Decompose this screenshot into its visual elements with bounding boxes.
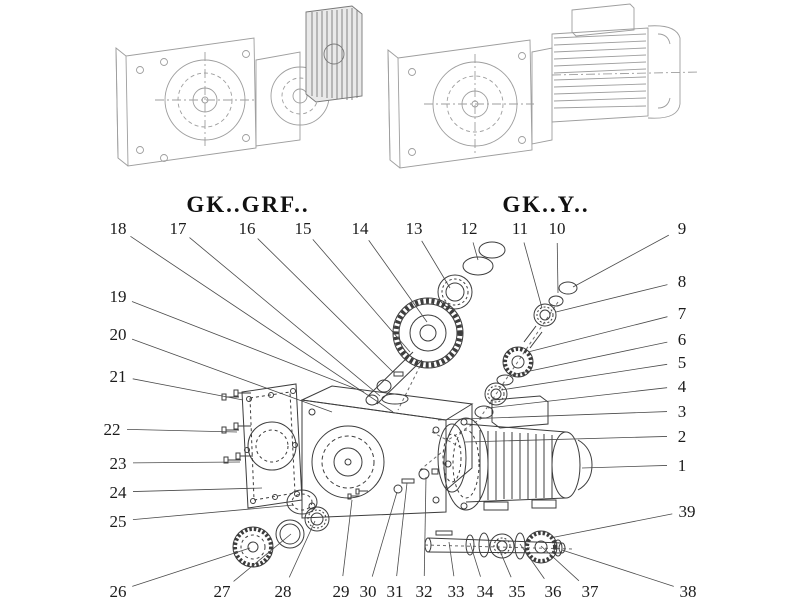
small-fasteners <box>347 468 439 500</box>
leader-line-24 <box>132 487 263 492</box>
part-number-23: 23 <box>110 454 127 473</box>
leader-line-5 <box>500 363 668 391</box>
part-number-7: 7 <box>678 304 687 323</box>
leader-line-39 <box>549 513 673 539</box>
part-number-38: 38 <box>680 582 697 600</box>
leader-line-19 <box>131 301 365 393</box>
part-number-34: 34 <box>477 582 495 600</box>
part-number-27: 27 <box>214 582 232 600</box>
leader-line-1 <box>581 465 668 469</box>
leader-line-27 <box>233 533 292 582</box>
gearbox-grf-drawing <box>115 5 363 167</box>
part-number-24: 24 <box>110 483 128 502</box>
part-number-29: 29 <box>333 582 350 600</box>
part-number-36: 36 <box>545 582 562 600</box>
part-number-6: 6 <box>678 330 687 349</box>
leader-lines <box>126 234 674 587</box>
leader-line-12 <box>472 242 479 261</box>
electric-motor <box>443 395 593 511</box>
part-number-30: 30 <box>360 582 377 600</box>
part-number-8: 8 <box>678 272 687 291</box>
part-number-3: 3 <box>678 402 687 421</box>
cover-plate <box>241 383 303 509</box>
leader-line-28 <box>288 520 316 578</box>
input-adapter-block <box>305 5 363 103</box>
part-number-25: 25 <box>110 512 127 531</box>
pinion-gear-assembly <box>365 241 506 406</box>
output-shaft-assembly <box>424 530 566 564</box>
leader-line-20 <box>131 338 333 413</box>
leader-line-8 <box>555 284 668 313</box>
part-number-21: 21 <box>110 367 127 386</box>
leader-line-3 <box>437 411 668 421</box>
leader-line-32 <box>423 476 427 577</box>
part-number-28: 28 <box>275 582 292 600</box>
gear-housing <box>300 385 474 519</box>
part-number-22: 22 <box>104 420 121 439</box>
leader-line-6 <box>510 341 668 376</box>
part-number-32: 32 <box>416 582 433 600</box>
leader-line-29 <box>342 499 353 577</box>
leader-line-23 <box>132 461 241 464</box>
motor-drawing <box>551 3 701 123</box>
leader-line-14 <box>368 239 428 323</box>
leader-line-30 <box>371 491 398 577</box>
leader-line-9 <box>572 234 669 288</box>
leader-line-15 <box>312 239 411 353</box>
leader-line-11 <box>523 242 543 309</box>
leader-line-16 <box>257 238 394 373</box>
part-number-37: 37 <box>582 582 600 600</box>
model-label-grf: GK..GRF.. <box>186 192 309 217</box>
part-number-16: 16 <box>239 219 256 238</box>
part-number-10: 10 <box>549 219 566 238</box>
leader-line-34 <box>469 542 481 577</box>
leader-line-17 <box>189 237 381 397</box>
part-number-9: 9 <box>678 219 687 238</box>
part-number-17: 17 <box>170 219 188 238</box>
leader-line-37 <box>540 545 580 582</box>
part-number-35: 35 <box>509 582 526 600</box>
leader-line-21 <box>132 378 244 401</box>
part-number-13: 13 <box>406 219 423 238</box>
cover-bolts <box>221 389 253 464</box>
leader-line-2 <box>464 436 668 443</box>
leader-line-36 <box>519 543 545 579</box>
part-number-5: 5 <box>678 353 687 372</box>
part-number-39: 39 <box>679 502 696 521</box>
leader-line-4 <box>487 387 668 409</box>
part-number-12: 12 <box>461 219 478 238</box>
leader-line-10 <box>556 242 559 294</box>
part-number-1: 1 <box>678 456 687 475</box>
part-number-31: 31 <box>387 582 404 600</box>
leader-line-35 <box>496 543 512 578</box>
leader-line-38 <box>561 549 674 587</box>
part-number-2: 2 <box>678 427 687 446</box>
part-number-33: 33 <box>448 582 465 600</box>
leader-line-18 <box>130 236 394 413</box>
leader-line-22 <box>126 428 238 433</box>
part-number-18: 18 <box>110 219 127 238</box>
part-number-4: 4 <box>678 377 687 396</box>
part-number-14: 14 <box>352 219 370 238</box>
part-number-26: 26 <box>110 582 127 600</box>
exploded-view <box>221 241 593 568</box>
leader-line-7 <box>527 316 668 353</box>
model-label-y: GK..Y.. <box>502 192 589 217</box>
leader-line-25 <box>132 504 295 521</box>
part-number-15: 15 <box>295 219 312 238</box>
leader-line-26 <box>132 547 251 587</box>
leader-line-33 <box>448 541 455 577</box>
part-number-11: 11 <box>512 219 528 238</box>
gearbox-y-drawing <box>387 3 701 169</box>
leader-line-31 <box>396 482 408 577</box>
leader-line-13 <box>421 240 451 289</box>
part-number-19: 19 <box>110 287 127 306</box>
part-number-20: 20 <box>110 325 127 344</box>
input-pinion-assembly <box>474 281 578 419</box>
